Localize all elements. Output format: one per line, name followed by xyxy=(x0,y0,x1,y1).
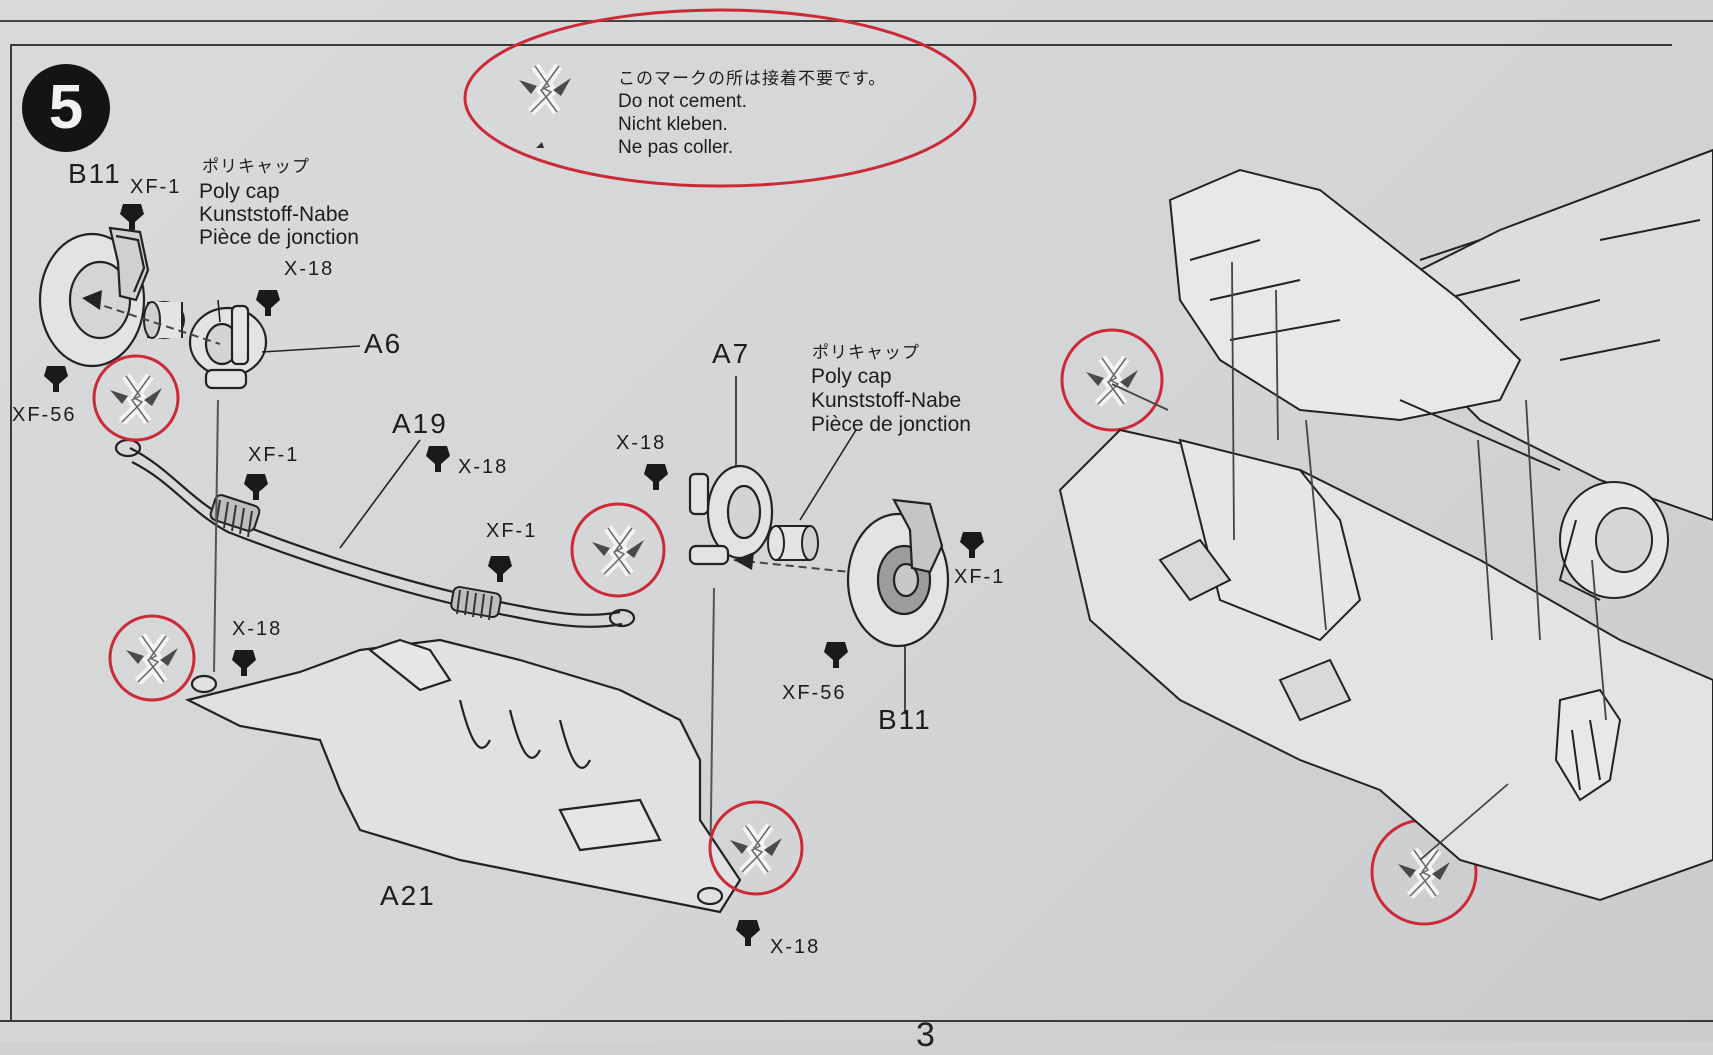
paint-label-xf1: XF-1 xyxy=(486,520,538,542)
bar-spring-right xyxy=(450,585,502,621)
part-label-a6: A6 xyxy=(364,328,403,359)
paint-label-xf1: XF-1 xyxy=(130,176,182,198)
step-frame xyxy=(10,44,1672,1021)
cement-circle-chassis-top xyxy=(1060,328,1164,432)
paint-tag-icon xyxy=(244,474,268,500)
cement-circle-center xyxy=(570,502,666,598)
paint-label-x18: X-18 xyxy=(770,936,821,958)
do-not-cement-icon xyxy=(592,528,644,574)
poly-cap-left-japanese: ポリキャップ xyxy=(202,157,310,176)
paint-tag-icon xyxy=(120,204,144,230)
bar-spring-left xyxy=(209,494,261,538)
bottom-border-line xyxy=(0,1020,1713,1022)
cement-circle-left xyxy=(92,354,180,442)
chassis-assembly-lines xyxy=(1111,261,1607,861)
do-not-cement-icon xyxy=(519,66,571,112)
paint-label-xf1: XF-1 xyxy=(248,444,300,466)
cement-circle-crossmember-right xyxy=(708,800,804,896)
poly-cap-left-german: Kunststoff-Nabe xyxy=(199,203,350,226)
poly-cap-left-english: Poly cap xyxy=(199,180,280,203)
paint-label-x18: X-18 xyxy=(232,618,283,640)
paint-label-x18: X-18 xyxy=(284,258,335,280)
legend-french: Ne pas coller. xyxy=(618,137,734,158)
top-border-line xyxy=(0,20,1713,22)
assembly-arrow-right xyxy=(733,559,851,573)
leader-a19 xyxy=(339,439,421,549)
paint-label-xf56: XF-56 xyxy=(782,682,847,704)
legend-mark-dot xyxy=(536,142,544,148)
legend-japanese: このマークの所は接着不要です。 xyxy=(618,69,887,88)
paint-tag-icon xyxy=(960,532,984,558)
part-label-a7: A7 xyxy=(712,338,751,369)
cement-circle-crossmember-left xyxy=(108,614,196,702)
part-label-a21: A21 xyxy=(380,880,436,911)
legend-english: Do not cement. xyxy=(618,91,747,112)
poly-cap-right-german: Kunststoff-Nabe xyxy=(811,389,962,412)
leader-a6 xyxy=(261,345,361,353)
step-number-badge: 5 xyxy=(22,64,110,152)
poly-cap-left-french: Pièce de jonction xyxy=(199,226,359,249)
paint-tag-icon xyxy=(488,556,512,582)
legend-red-circle xyxy=(463,8,977,188)
chassis-assembly-view xyxy=(1058,148,1713,902)
paint-tag-icon xyxy=(644,464,668,490)
paint-tag-icon xyxy=(256,290,280,316)
paint-label-x18: X-18 xyxy=(616,432,667,454)
part-label-b11-right: B11 xyxy=(878,704,932,735)
legend-german: Nicht kleben. xyxy=(618,114,728,135)
assembly-arrow-left xyxy=(91,301,221,345)
paint-tag-icon xyxy=(736,920,760,946)
brake-rotor-right xyxy=(846,498,950,648)
do-not-cement-icon xyxy=(110,376,162,422)
page-number: 3 xyxy=(916,1016,935,1054)
paint-tag-icon xyxy=(44,366,68,392)
part-label-b11-left: B11 xyxy=(68,158,122,189)
do-not-cement-icon xyxy=(1086,358,1138,404)
leader-poly-cap-right xyxy=(799,429,857,521)
arrow-head-left xyxy=(82,290,102,310)
do-not-cement-icon xyxy=(126,636,178,682)
poly-cap-left xyxy=(143,301,185,339)
knuckle-a7 xyxy=(688,464,774,566)
paint-tag-icon xyxy=(824,642,848,668)
poly-cap-right-french: Pièce de jonction xyxy=(811,413,971,436)
paint-tag-icon xyxy=(232,650,256,676)
poly-cap-right-japanese: ポリキャップ xyxy=(812,343,920,362)
leader-poly-cap-left xyxy=(217,299,221,323)
part-label-a19: A19 xyxy=(392,408,448,439)
poly-cap-right xyxy=(767,525,819,561)
do-not-cement-icon xyxy=(730,826,782,872)
knuckle-a6 xyxy=(188,304,268,390)
crossmember-a21 xyxy=(184,638,742,914)
paint-tag-icon xyxy=(426,446,450,472)
anti-roll-bar-a19 xyxy=(114,438,636,628)
paint-label-xf56: XF-56 xyxy=(12,404,77,426)
paint-label-x18: X-18 xyxy=(458,456,509,478)
mount-line-left xyxy=(213,399,219,673)
paint-label-xf1: XF-1 xyxy=(954,566,1006,588)
poly-cap-right-english: Poly cap xyxy=(811,365,892,388)
arrow-head-right xyxy=(734,552,754,570)
